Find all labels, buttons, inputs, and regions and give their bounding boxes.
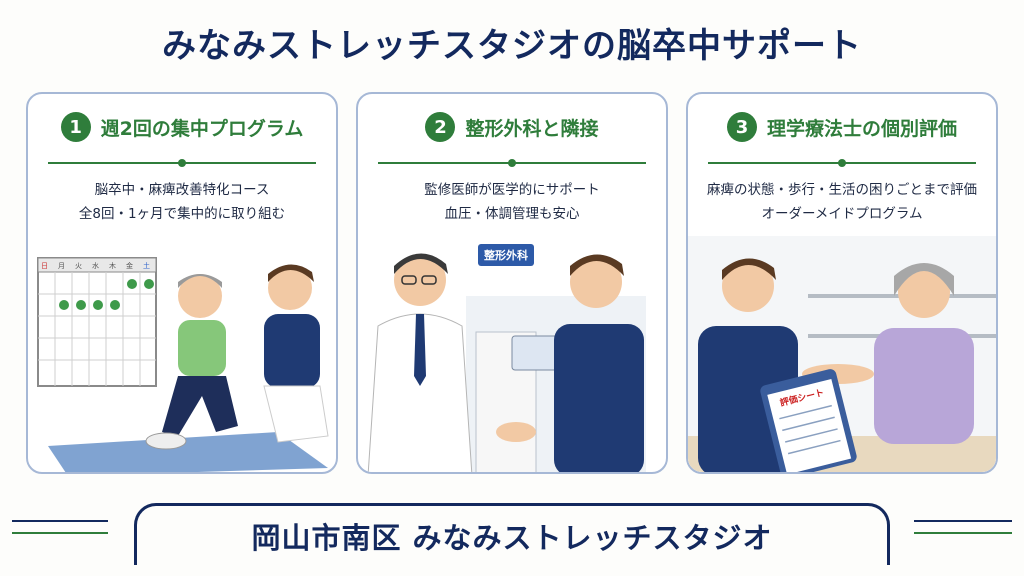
- card-description: 監修医師が医学的にサポート 血圧・体調管理も安心: [358, 178, 666, 226]
- doctor-handshake-illustration: 整形外科: [367, 244, 646, 472]
- card-line: 血圧・体調管理も安心: [444, 206, 580, 222]
- card-divider: [48, 159, 316, 167]
- page-title: みなみストレッチスタジオの脳卒中サポート: [162, 26, 862, 66]
- calendar-day-label: 水: [92, 261, 99, 270]
- patient-figure: [145, 274, 238, 450]
- card-title: 週2回の集中プログラム: [100, 117, 304, 140]
- card-physio-evaluation: 3 理学療法士の個別評価 麻痺の状態・歩行・生活の困りごとまで評価 オーダーメイ…: [686, 92, 998, 474]
- clipboard-icon: 評価シート: [760, 369, 857, 472]
- clinic-sign: 整形外科: [478, 244, 534, 266]
- card-line: 全8回・1ヶ月で集中的に取り組む: [78, 206, 286, 222]
- calendar-day-label: 金: [126, 261, 133, 270]
- calendar-day-label: 木: [109, 261, 116, 270]
- calendar-day-label: 月: [58, 262, 65, 270]
- footer-banner: 岡山市南区 みなみストレッチスタジオ: [134, 503, 890, 565]
- therapist-figure: [263, 264, 329, 443]
- card-title: 理学療法士の個別評価: [766, 117, 957, 140]
- card-divider: [708, 159, 976, 167]
- card-line: 麻痺の状態・歩行・生活の困りごとまで評価: [707, 182, 977, 198]
- card-header: 2 整形外科と隣接: [358, 112, 666, 142]
- clinic-sign-label: 整形外科: [483, 248, 528, 262]
- evaluation-illustration: 評価シート: [688, 236, 996, 472]
- footer-rule-right: [914, 532, 1012, 534]
- card-header: 3 理学療法士の個別評価: [688, 112, 996, 142]
- card-number-badge: 1: [60, 112, 91, 142]
- card-line: 脳卒中・麻痺改善特化コース: [94, 182, 270, 198]
- footer-rule-left: [12, 520, 108, 522]
- footer-rule-left: [12, 532, 108, 534]
- card-line: オーダーメイドプログラム: [761, 206, 923, 222]
- calendar-icon: 日 月 火 水 木 金 土: [37, 257, 157, 387]
- card-divider: [378, 159, 646, 167]
- card-number-badge: 3: [726, 112, 757, 142]
- card-intensive-program: 1 週2回の集中プログラム 脳卒中・麻痺改善特化コース 全8回・1ヶ月で集中的に…: [26, 92, 338, 474]
- calendar-day-label: 火: [75, 262, 82, 270]
- stretch-session-illustration: 日 月 火 水 木 金 土: [37, 257, 329, 472]
- senior-patient-figure: [874, 263, 974, 444]
- card-orthopedics: 2 整形外科と隣接 監修医師が医学的にサポート 血圧・体調管理も安心 整形外科: [356, 92, 668, 474]
- doctor-figure: [367, 253, 473, 472]
- therapist-figure: [554, 254, 644, 472]
- footer-rule-right: [914, 520, 1012, 522]
- calendar-day-label: 土: [143, 261, 150, 270]
- card-description: 麻痺の状態・歩行・生活の困りごとまで評価 オーダーメイドプログラム: [688, 178, 996, 226]
- card-header: 1 週2回の集中プログラム: [28, 112, 336, 142]
- card-line: 監修医師が医学的にサポート: [424, 182, 600, 198]
- footer-text: 岡山市南区 みなみストレッチスタジオ: [251, 520, 773, 555]
- card-title: 整形外科と隣接: [465, 117, 599, 140]
- calendar-day-label: 日: [41, 262, 48, 270]
- card-description: 脳卒中・麻痺改善特化コース 全8回・1ヶ月で集中的に取り組む: [28, 178, 336, 226]
- card-number-badge: 2: [425, 112, 456, 142]
